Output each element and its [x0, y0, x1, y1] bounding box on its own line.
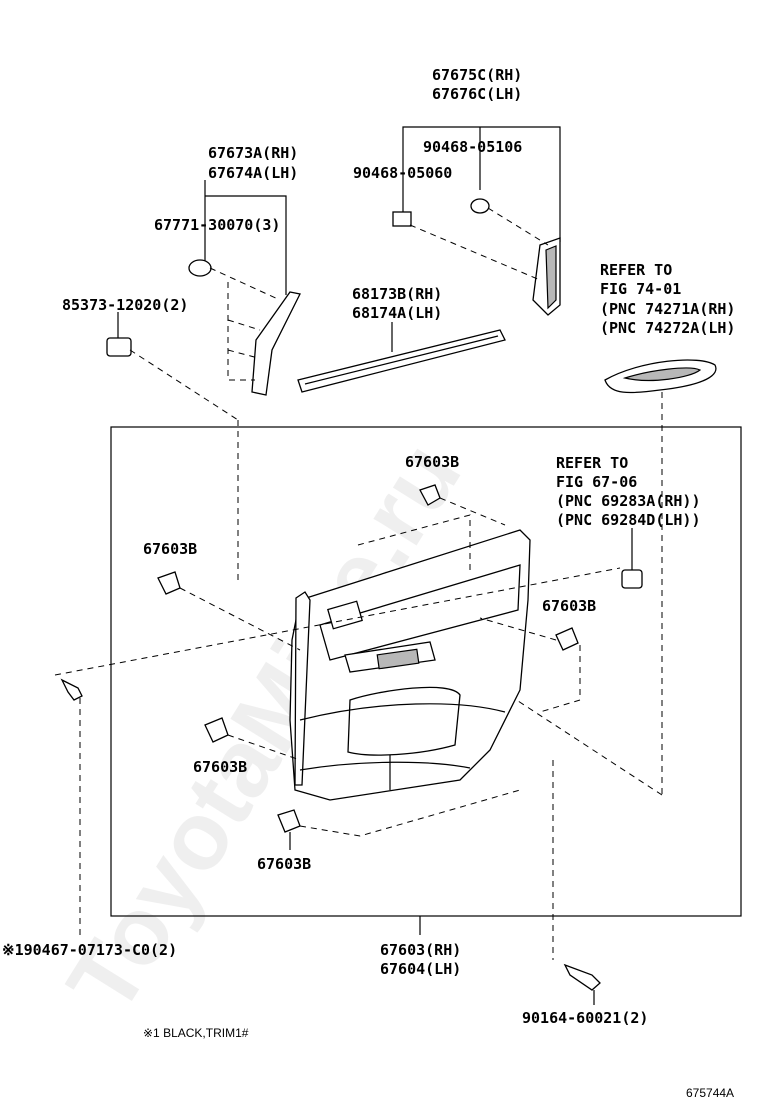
molding-67673a[interactable]: [188, 180, 301, 396]
ref-fig74-line4: (PNC 74272A(LH): [600, 319, 735, 337]
label-clip-lower-left[interactable]: 67603B: [193, 758, 247, 776]
clip-67603b-lower-left[interactable]: [204, 717, 301, 761]
label-clip-bottom[interactable]: 67603B: [257, 855, 311, 873]
ref-fig74-line2[interactable]: FIG 74-01: [600, 280, 681, 298]
ref-fig74-line1: REFER TO: [600, 261, 672, 279]
screw-90164[interactable]: [552, 760, 601, 1005]
ref-fig67-line3: (PNC 69283A(RH)): [556, 492, 701, 510]
clip-67603b-bottom[interactable]: [277, 789, 521, 850]
clip-67603b-top[interactable]: [357, 484, 506, 570]
diagram-code: 675744A: [686, 1086, 734, 1100]
molding-67675c[interactable]: [392, 126, 561, 316]
label-clip-top[interactable]: 67603B: [405, 453, 459, 471]
ref-fig74-line3: (PNC 74271A(RH): [600, 300, 735, 318]
footnote: ※1 BLACK,TRIM1#: [143, 1026, 249, 1040]
label-clip-left[interactable]: 67603B: [143, 540, 197, 558]
label-90164[interactable]: 90164-60021(2): [522, 1009, 648, 1027]
clip-ref-6706[interactable]: [621, 528, 643, 589]
label-67675c[interactable]: 67675C(RH): [432, 66, 522, 84]
clip-67603b-right[interactable]: [479, 617, 581, 713]
label-67771[interactable]: 67771-30070(3): [154, 216, 280, 234]
ref-fig67-line2[interactable]: FIG 67-06: [556, 473, 637, 491]
ref-fig67-line1: REFER TO: [556, 454, 628, 472]
clip-85373[interactable]: [106, 312, 239, 580]
panel-frame: [110, 426, 742, 917]
label-67604[interactable]: 67604(LH): [380, 960, 461, 978]
label-68174a[interactable]: 68174A(LH): [352, 304, 442, 322]
label-67674a[interactable]: 67674A(LH): [208, 164, 298, 182]
label-85373[interactable]: 85373-12020(2): [62, 296, 188, 314]
label-90467[interactable]: ※190467-07173-C0(2): [2, 941, 177, 959]
label-90468-05106[interactable]: 90468-05106: [423, 138, 522, 156]
clip-67603b-left[interactable]: [157, 571, 301, 651]
label-clip-right[interactable]: 67603B: [542, 597, 596, 615]
screw-90467[interactable]: [54, 567, 621, 935]
label-67676c[interactable]: 67676C(LH): [432, 85, 522, 103]
ref-fig67-line4: (PNC 69284D(LH)): [556, 511, 701, 529]
label-67673a[interactable]: 67673A(RH): [208, 144, 298, 162]
label-67603[interactable]: 67603(RH): [380, 941, 461, 959]
label-90468-05060[interactable]: 90468-05060: [353, 164, 452, 182]
door-trim-panel[interactable]: [289, 529, 531, 801]
label-68173b[interactable]: 68173B(RH): [352, 285, 442, 303]
belt-molding-68173b[interactable]: [297, 322, 506, 393]
